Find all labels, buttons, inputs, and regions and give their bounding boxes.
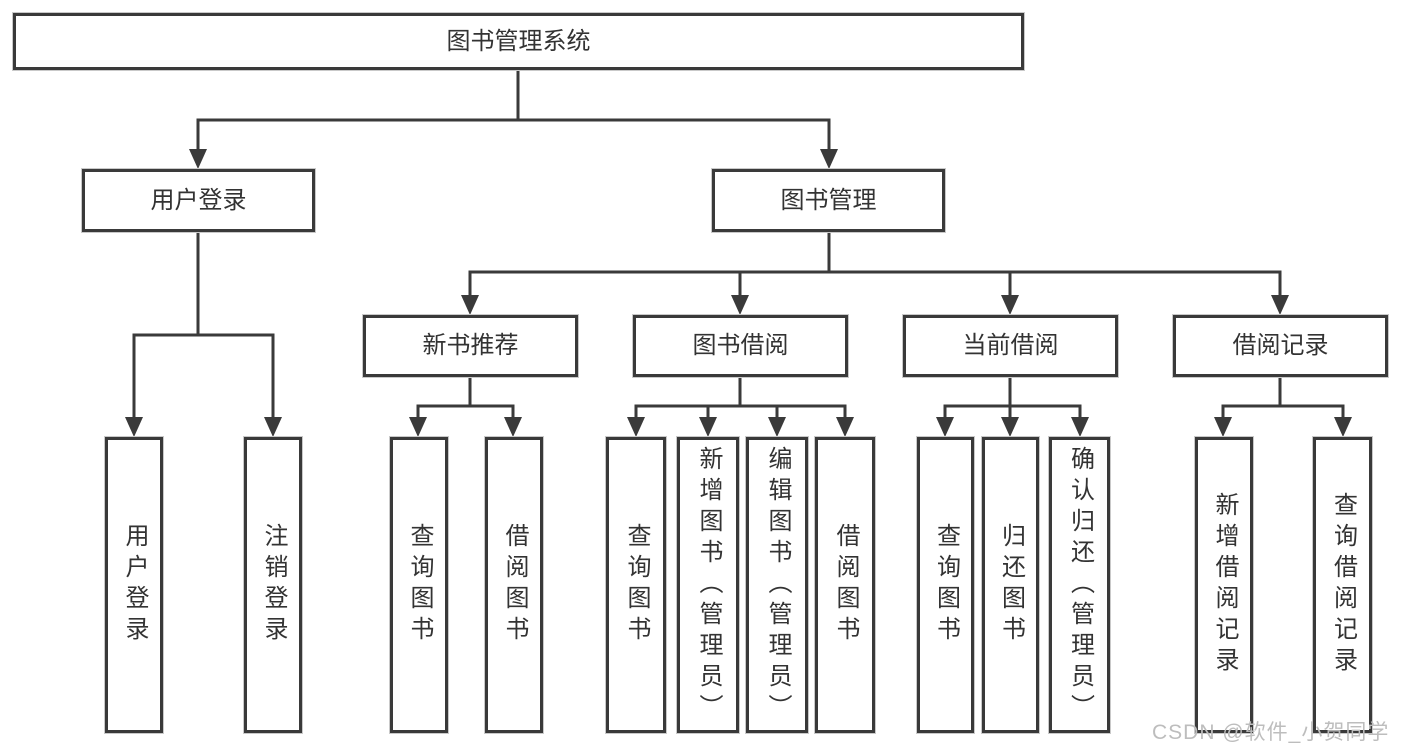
arrowhead-icon: [627, 417, 645, 437]
leaf-query-books-recommend: 查询图书: [390, 437, 448, 733]
arrowhead-icon: [699, 417, 717, 437]
leaf-return-books: 归还图书: [982, 437, 1039, 733]
connector-borrow-children: [634, 375, 847, 422]
arrowhead-icon: [936, 417, 954, 437]
arrowhead-icon: [409, 417, 427, 437]
arrowhead-icon: [836, 417, 854, 437]
node-user-login-label: 用户登录: [150, 186, 247, 214]
leaf-query-books-borrow-label: 查询图书: [623, 523, 650, 647]
node-book-management-label: 图书管理: [780, 186, 877, 214]
node-borrowing-records: 借阅记录: [1173, 315, 1388, 377]
leaf-confirm-return-admin-label: 确认归还（管理员）: [1066, 445, 1094, 725]
leaf-logout: 注销登录: [244, 437, 302, 733]
leaf-query-books-current-label: 查询图书: [932, 523, 960, 647]
leaf-borrow-books: 借阅图书: [815, 437, 875, 733]
leaf-query-books-current: 查询图书: [917, 437, 974, 733]
node-book-management: 图书管理: [712, 169, 945, 232]
leaf-add-borrow-record: 新增借阅记录: [1195, 437, 1253, 733]
leaf-return-books-label: 归还图书: [997, 523, 1025, 647]
arrowhead-icon: [1071, 417, 1089, 437]
arrowhead-icon: [504, 417, 522, 437]
leaf-user-login-label: 用户登录: [121, 523, 148, 647]
node-book-borrowing-label: 图书借阅: [692, 332, 789, 359]
node-book-borrowing: 图书借阅: [633, 315, 848, 377]
node-user-login: 用户登录: [82, 169, 315, 232]
arrowhead-icon: [1001, 417, 1019, 437]
arrowhead-icon: [1334, 417, 1352, 437]
connector-records-children: [1221, 375, 1345, 422]
leaf-query-books-borrow: 查询图书: [606, 437, 666, 733]
arrowhead-icon: [768, 417, 786, 437]
leaf-query-books-recommend-label: 查询图书: [406, 523, 433, 647]
leaf-add-borrow-record-label: 新增借阅记录: [1211, 492, 1238, 678]
connector-user-login-children: [132, 230, 275, 422]
leaf-user-login: 用户登录: [105, 437, 163, 733]
arrowhead-icon: [125, 417, 143, 437]
node-current-borrowing: 当前借阅: [903, 315, 1118, 377]
arrowhead-icon: [189, 149, 207, 169]
node-library-system-label: 图书管理系统: [446, 27, 591, 55]
connector-current-children: [943, 375, 1082, 422]
leaf-add-book-admin-label: 新增图书（管理员）: [695, 445, 722, 725]
arrowhead-icon: [1001, 295, 1019, 315]
leaf-borrow-books-recommend-label: 借阅图书: [501, 523, 528, 647]
leaf-borrow-books-label: 借阅图书: [832, 523, 859, 647]
arrowhead-icon: [1214, 417, 1232, 437]
leaf-confirm-return-admin: 确认归还（管理员）: [1049, 437, 1110, 733]
leaf-query-borrow-record: 查询借阅记录: [1313, 437, 1372, 733]
arrowhead-icon: [461, 295, 479, 315]
leaf-logout-label: 注销登录: [260, 523, 287, 647]
leaf-edit-book-admin: 编辑图书（管理员）: [746, 437, 808, 733]
node-current-borrowing-label: 当前借阅: [962, 332, 1059, 359]
connector-recommend-children: [416, 375, 515, 422]
arrowhead-icon: [264, 417, 282, 437]
leaf-edit-book-admin-label: 编辑图书（管理员）: [764, 445, 791, 725]
arrowhead-icon: [820, 149, 838, 169]
arrowhead-icon: [731, 295, 749, 315]
leaf-query-borrow-record-label: 查询借阅记录: [1329, 492, 1357, 678]
node-new-book-recommend-label: 新书推荐: [422, 332, 519, 359]
connector-book-mgmt-to-level3: [468, 230, 1282, 300]
leaf-borrow-books-recommend: 借阅图书: [485, 437, 543, 733]
watermark: CSDN @软件_小贺同学: [1152, 721, 1390, 744]
node-library-system: 图书管理系统: [13, 13, 1024, 70]
connector-root-to-level2: [196, 68, 831, 154]
node-new-book-recommend: 新书推荐: [363, 315, 578, 377]
leaf-add-book-admin: 新增图书（管理员）: [677, 437, 739, 733]
node-borrowing-records-label: 借阅记录: [1232, 332, 1329, 359]
arrowhead-icon: [1271, 295, 1289, 315]
